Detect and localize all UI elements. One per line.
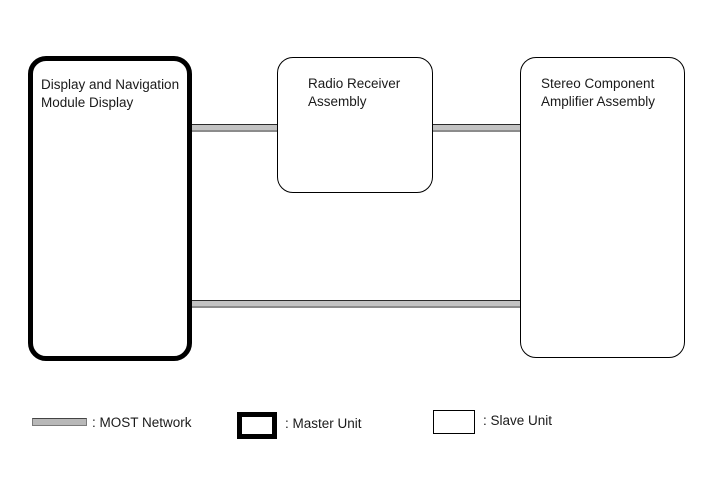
legend-label-slave-unit: : Slave Unit — [483, 413, 553, 428]
node-label: Display and Navigation Module Display — [41, 77, 180, 110]
most-network-swatch-icon — [32, 418, 87, 426]
node-stereo-component-amplifier-assembly: Stereo Component Amplifier Assembly — [520, 57, 685, 358]
most-network-connector-display-to-stereo — [192, 300, 520, 308]
legend-label-most-network: : MOST Network — [92, 415, 192, 430]
node-radio-receiver-assembly: Radio Receiver Assembly — [277, 57, 433, 193]
legend-label-master-unit: : Master Unit — [285, 416, 362, 431]
master-unit-swatch-icon — [237, 412, 277, 439]
node-display-and-navigation-module-display: Display and Navigation Module Display — [28, 56, 192, 361]
node-label: Stereo Component Amplifier Assembly — [541, 76, 656, 109]
node-label: Radio Receiver Assembly — [308, 76, 401, 109]
most-network-connector-radio-to-stereo — [433, 124, 520, 132]
most-network-connector-display-to-radio — [192, 124, 277, 132]
slave-unit-swatch-icon — [433, 410, 475, 434]
